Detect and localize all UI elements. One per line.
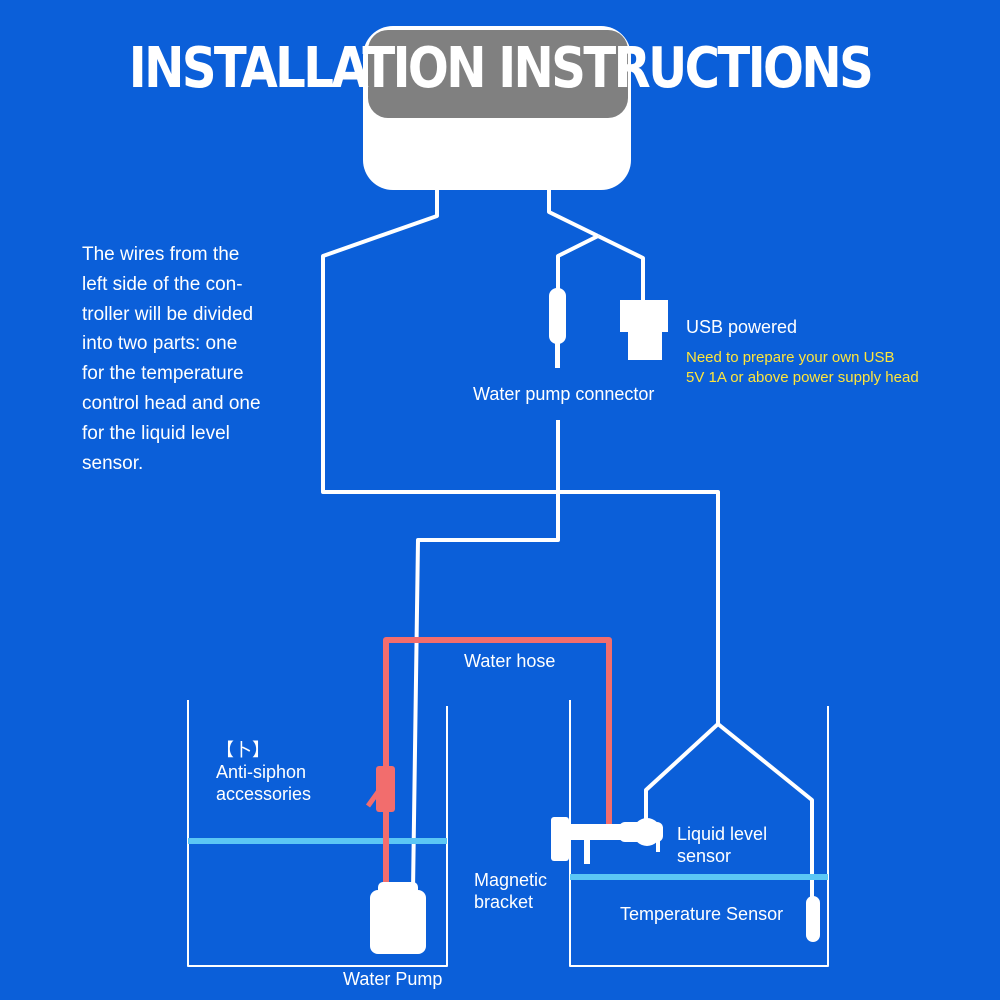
temperature-sensor-probe xyxy=(806,896,820,942)
water-pump-connector-label: Water pump connector xyxy=(473,384,655,404)
power-wire xyxy=(547,190,599,238)
usb-note-line: 5V 1A or above power supply head xyxy=(686,369,919,386)
controller-screen xyxy=(368,30,628,118)
water-pump-top xyxy=(378,882,418,896)
description-line: for the liquid level xyxy=(82,422,230,444)
pump-wire xyxy=(411,420,560,891)
anti-siphon-line: 【卜】 xyxy=(216,740,270,760)
usb-plug-tip xyxy=(628,332,662,360)
anti-siphon-line: accessories xyxy=(216,784,312,804)
description-line: into two parts: one xyxy=(82,333,238,355)
usb-plug-body xyxy=(620,300,668,332)
pump-connector-plug xyxy=(549,288,566,344)
description-line: The wires from the xyxy=(82,244,240,265)
anti-siphon-label: 【卜】 Anti-siphon accessories xyxy=(216,739,311,805)
description-line: troller will be divided xyxy=(82,303,254,325)
magnetic-bracket-arm xyxy=(569,824,621,840)
description-line: for the temperature xyxy=(82,363,244,385)
water-pump-body xyxy=(370,890,426,954)
usb-power-note: Need to prepare your own USB 5V 1A or ab… xyxy=(686,348,919,388)
pump-connector-wire xyxy=(556,234,599,292)
usb-wire xyxy=(597,234,645,302)
temperature-sensor-label: Temperature Sensor xyxy=(620,904,784,924)
liquid-level-sensor-float xyxy=(633,818,661,846)
anti-siphon-valve xyxy=(376,766,395,812)
magnetic-bracket-line: Magnetic xyxy=(474,870,548,890)
liquid-level-sensor-wire xyxy=(644,722,720,822)
magnetic-bracket-plate xyxy=(551,817,569,861)
description-line: left side of the con- xyxy=(82,273,243,295)
description-line: sensor. xyxy=(82,452,144,474)
liquid-level-line: sensor xyxy=(677,846,732,866)
magnetic-bracket-line: bracket xyxy=(474,892,534,912)
wiring-description: The wires from the left side of the con-… xyxy=(82,240,261,478)
usb-note-line: Need to prepare your own USB xyxy=(686,349,895,366)
sensor-wire xyxy=(321,190,720,724)
liquid-level-line: Liquid level xyxy=(677,824,768,844)
water-hose-label: Water hose xyxy=(464,651,556,671)
description-line: control head and one xyxy=(82,392,261,414)
left-tank xyxy=(187,700,448,967)
page-title: INSTALLATION INSTRUCTIONS xyxy=(128,36,874,101)
temperature-sensor-wire xyxy=(716,722,814,900)
usb-powered-label: USB powered xyxy=(686,317,798,337)
anti-siphon-nozzle xyxy=(365,790,381,808)
pump-connector-pin xyxy=(555,340,560,368)
water-hose xyxy=(383,637,612,890)
magnetic-bracket-label: Magnetic bracket xyxy=(474,869,547,913)
water-pump-label: Water Pump xyxy=(343,969,443,989)
anti-siphon-line: Anti-siphon xyxy=(216,762,307,782)
liquid-level-sensor-label: Liquid level sensor xyxy=(677,823,767,867)
